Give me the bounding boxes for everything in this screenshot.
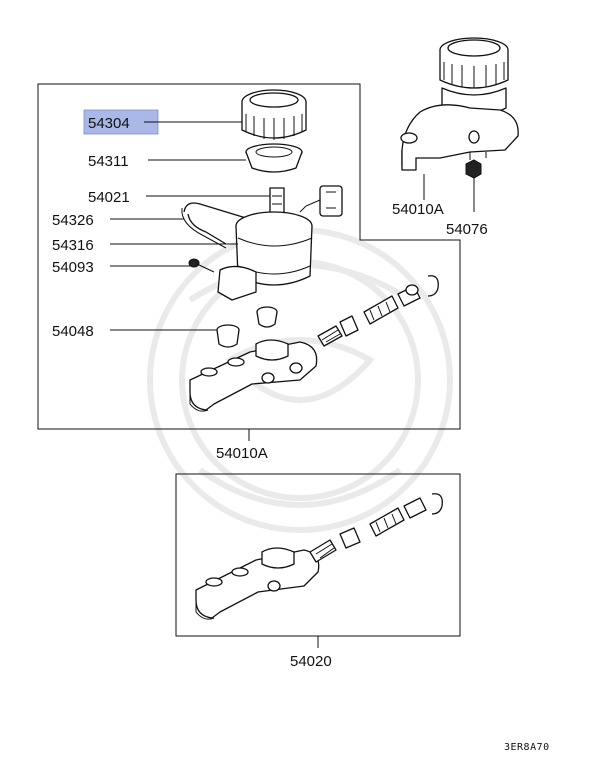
callout-54010A-main: 54010A [216, 445, 268, 462]
part-54311-strainer [245, 143, 303, 173]
figure-code: 3ER8A70 [504, 742, 550, 753]
piston-spring-set-lower [309, 493, 443, 563]
part-54326-hose [183, 202, 247, 245]
callout-54093: 54093 [52, 259, 94, 276]
callout-54021: 54021 [88, 189, 130, 206]
master-cylinder-body-main [189, 339, 318, 412]
callout-54020: 54020 [290, 653, 332, 670]
callout-54076: 54076 [446, 221, 488, 238]
callout-54326: 54326 [52, 212, 94, 229]
part-54021-level-sensor [269, 185, 343, 217]
assembly-box-54010A [37, 83, 461, 430]
piston-spring-set-main [317, 275, 439, 347]
leader-lines [110, 121, 475, 648]
part-54048-grommets [216, 306, 278, 348]
callout-54316: 54316 [52, 237, 94, 254]
master-cylinder-body-lower [195, 547, 320, 620]
part-54316-reservoir [217, 211, 313, 301]
callout-54304: 54304 [88, 115, 130, 132]
callout-54048: 54048 [52, 323, 94, 340]
part-54093-screw [188, 258, 215, 273]
part-54304-reservoir-cap [241, 89, 307, 140]
callout-54010A-top: 54010A [392, 201, 444, 218]
small-master-cylinder-assembly [400, 37, 519, 179]
callout-54311: 54311 [88, 153, 129, 170]
